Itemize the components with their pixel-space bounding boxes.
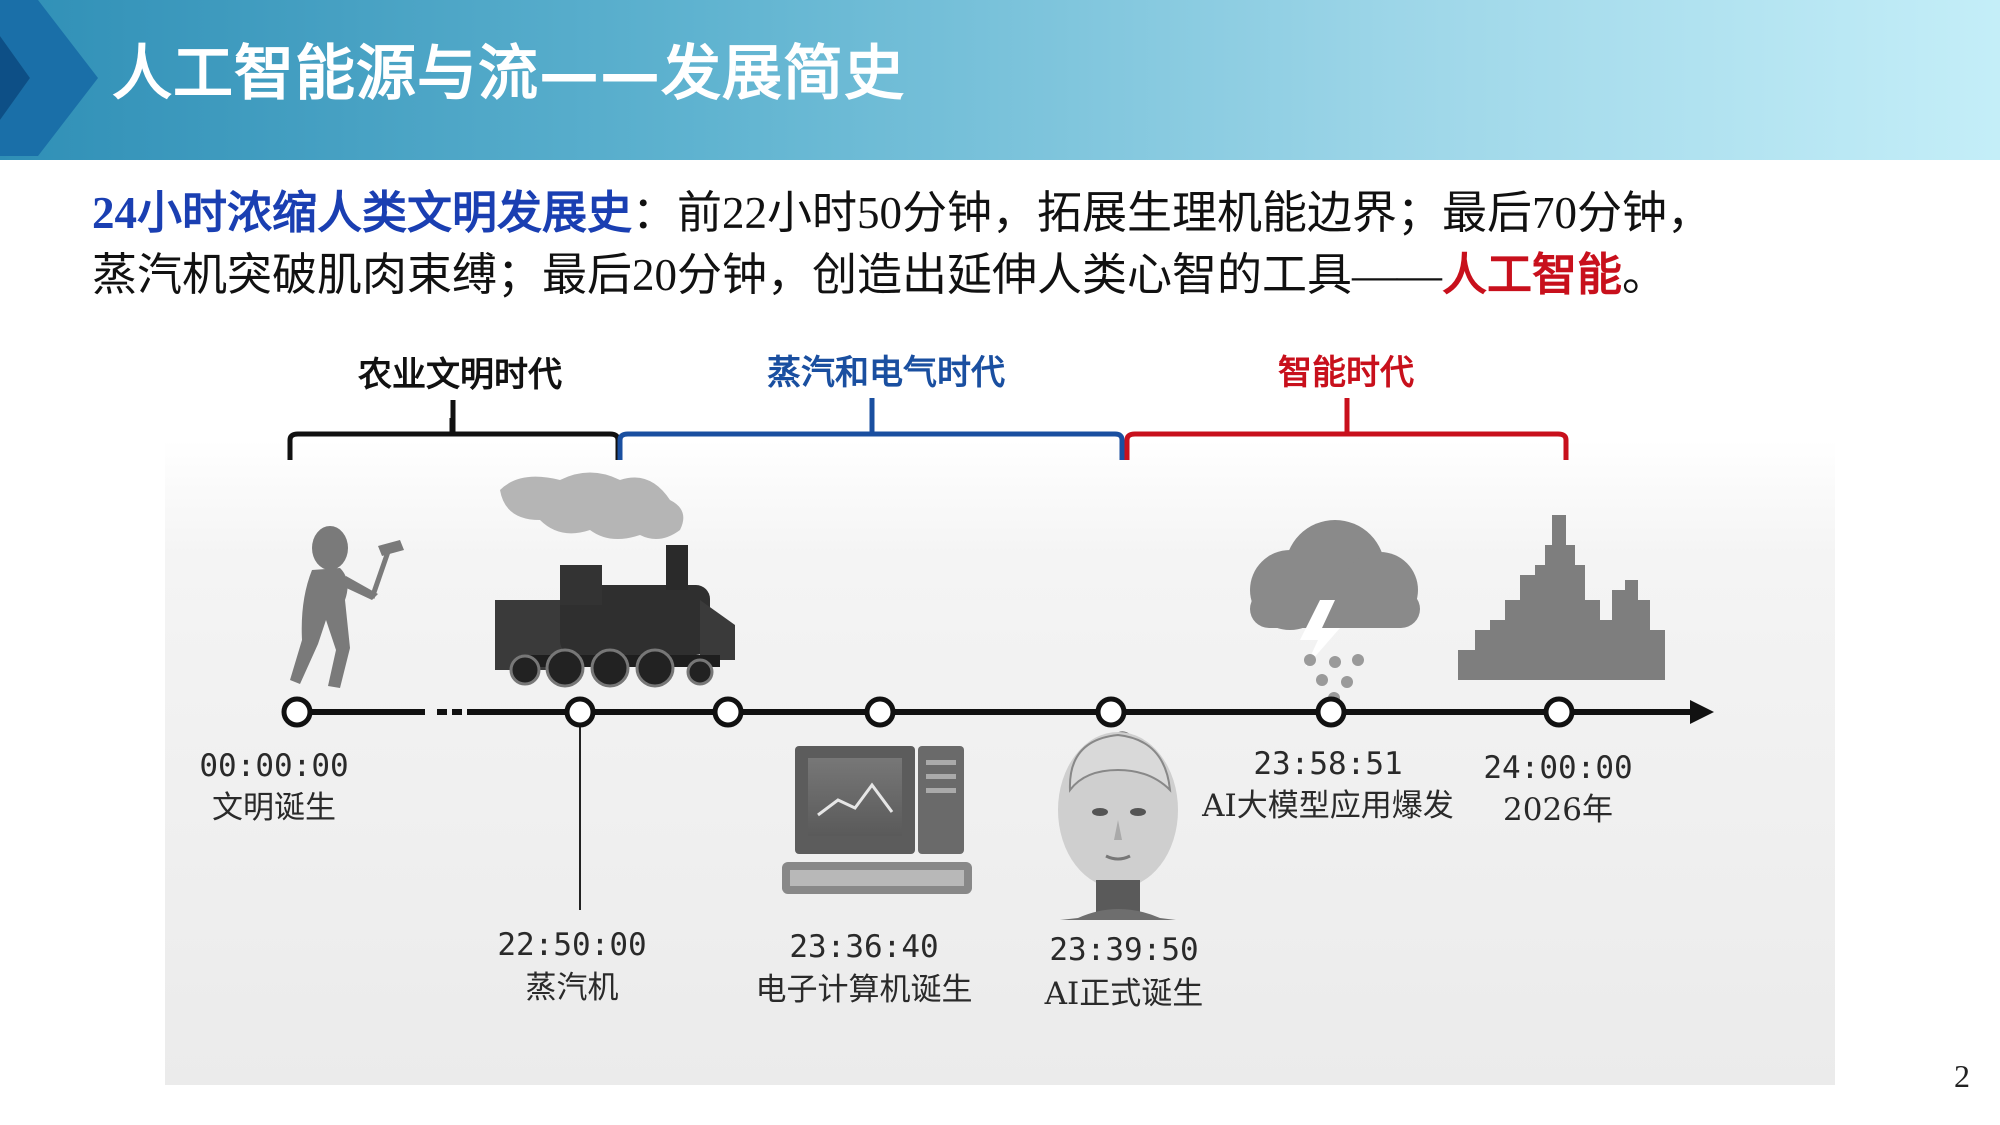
intro-paragraph: 24小时浓缩人类文明发展史：前22小时50分钟，拓展生理机能边界；最后70分钟，… xyxy=(92,182,1972,306)
timeline-node-5 xyxy=(1315,696,1347,728)
intro-line2: 蒸汽机突破肌肉束缚；最后20分钟，创造出延伸人类心智的工具—— xyxy=(92,250,1443,300)
robot-head-icon xyxy=(1058,731,1178,920)
event-time-2: 23:36:40 xyxy=(789,929,938,965)
event-label-0: 文明诞生 xyxy=(212,790,336,826)
era-bracket-agri xyxy=(287,400,621,460)
event-time-0: 00:00:00 xyxy=(199,748,348,784)
timeline-node-1 xyxy=(564,696,596,728)
page-number: 2 xyxy=(1954,1058,1970,1094)
event-label-5: 2026年 xyxy=(1503,792,1613,828)
caveman-icon xyxy=(290,526,404,688)
intro-line1: ：前22小时50分钟，拓展生理机能边界；最后70分钟， xyxy=(632,188,1713,238)
city-skyline-icon xyxy=(1458,515,1665,680)
timeline-node-2 xyxy=(712,696,744,728)
timeline-node-6 xyxy=(1543,696,1575,728)
header-banner: 人工智能源与流——发展简史 xyxy=(0,0,2000,160)
steam-locomotive-icon xyxy=(495,472,735,688)
event-label-4: AI大模型应用爆发 xyxy=(1201,788,1454,824)
intro-lead: 24小时浓缩人类文明发展史 xyxy=(92,188,633,238)
event-time-3: 23:39:50 xyxy=(1049,932,1198,968)
event-time-5: 24:00:00 xyxy=(1483,750,1632,786)
timeline-graphic: 农业文明时代 蒸汽和电气时代 智能时代 xyxy=(165,353,1835,1085)
computer-icon xyxy=(782,746,972,894)
era-label-agri: 农业文明时代 xyxy=(358,355,562,395)
era-bracket-ai xyxy=(1124,398,1569,460)
event-time-4: 23:58:51 xyxy=(1253,746,1402,782)
timeline-nodes xyxy=(281,696,1575,728)
intro-highlight: 人工智能 xyxy=(1442,248,1623,301)
intro-end: 。 xyxy=(1622,250,1668,300)
era-label-steam: 蒸汽和电气时代 xyxy=(767,353,1005,393)
era-label-ai: 智能时代 xyxy=(1278,353,1414,393)
event-label-1: 蒸汽机 xyxy=(526,970,619,1006)
cloud-icon xyxy=(1250,520,1420,704)
timeline-node-3 xyxy=(864,696,896,728)
event-label-2: 电子计算机诞生 xyxy=(756,972,973,1008)
page-title: 人工智能源与流——发展简史 xyxy=(112,39,905,109)
timeline-node-0 xyxy=(281,696,313,728)
chevron-decoration-icon xyxy=(0,0,98,156)
timeline-node-4 xyxy=(1095,696,1127,728)
event-label-3: AI正式诞生 xyxy=(1044,976,1204,1012)
era-bracket-steam xyxy=(617,398,1125,460)
event-time-1: 22:50:00 xyxy=(497,927,646,963)
